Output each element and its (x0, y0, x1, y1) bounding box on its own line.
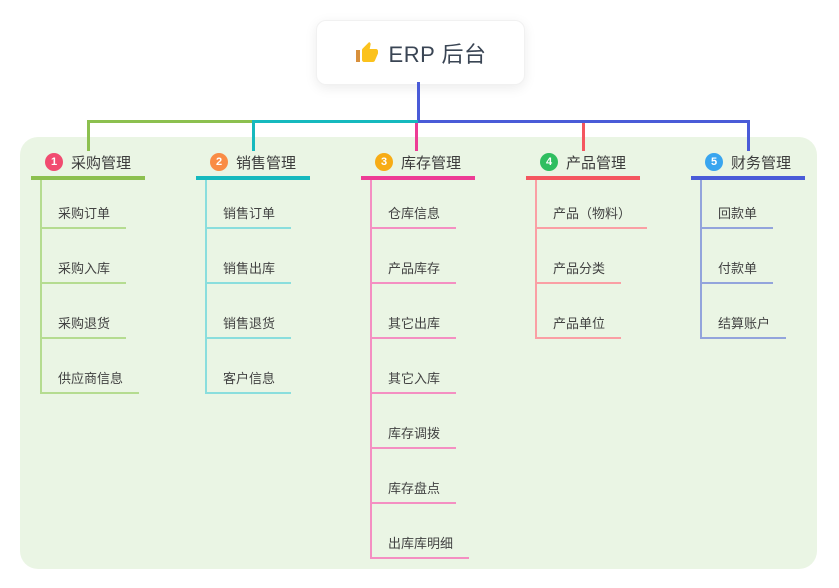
branch-index-badge: 5 (705, 153, 723, 171)
child-node[interactable]: 库存盘点 (370, 476, 457, 504)
child-node[interactable]: 客户信息 (205, 366, 292, 394)
root-connector-line (417, 82, 420, 123)
child-node[interactable]: 仓库信息 (370, 201, 457, 229)
branch-node-label: 产品管理 (566, 154, 627, 172)
child-node[interactable]: 产品分类 (535, 256, 622, 284)
branch-drop-line (415, 120, 418, 151)
child-node[interactable]: 其它出库 (370, 311, 457, 339)
branch-node[interactable]: 4 产品管理 (526, 148, 640, 180)
child-node[interactable]: 结算账户 (700, 311, 787, 339)
children-connector-line (40, 180, 42, 394)
children-connector-line (700, 180, 702, 339)
root-node-label: ERP 后台 (388, 41, 487, 67)
child-node[interactable]: 采购订单 (40, 201, 127, 229)
branch-node-label: 库存管理 (401, 154, 462, 172)
branch-index-badge: 4 (540, 153, 558, 171)
child-node[interactable]: 产品（物料） (535, 201, 648, 229)
child-node[interactable]: 供应商信息 (40, 366, 140, 394)
branch-drop-line (87, 120, 90, 151)
branch-node[interactable]: 5 财务管理 (691, 148, 805, 180)
child-node[interactable]: 采购退货 (40, 311, 127, 339)
branch-node-label: 采购管理 (71, 154, 132, 172)
children-connector-line (205, 180, 207, 394)
child-node[interactable]: 回款单 (700, 201, 774, 229)
branch-index-badge: 1 (45, 153, 63, 171)
branch-node[interactable]: 2 销售管理 (196, 148, 310, 180)
mindmap-panel (20, 137, 817, 569)
child-node[interactable]: 其它入库 (370, 366, 457, 394)
branch-drop-line (747, 120, 750, 151)
child-node[interactable]: 产品库存 (370, 256, 457, 284)
child-node[interactable]: 出库库明细 (370, 531, 470, 559)
root-node[interactable]: ERP 后台 (316, 20, 525, 85)
child-node[interactable]: 付款单 (700, 256, 774, 284)
branch-drop-line (252, 120, 255, 151)
branch-node-label: 销售管理 (236, 154, 297, 172)
child-node[interactable]: 采购入库 (40, 256, 127, 284)
branch-drop-line (582, 120, 585, 151)
branch-index-badge: 2 (210, 153, 228, 171)
trunk-horizontal-line (252, 120, 418, 123)
child-node[interactable]: 销售出库 (205, 256, 292, 284)
trunk-horizontal-line (418, 120, 750, 123)
child-node[interactable]: 库存调拨 (370, 421, 457, 449)
branch-node[interactable]: 1 采购管理 (31, 148, 145, 180)
child-node[interactable]: 产品单位 (535, 311, 622, 339)
trunk-horizontal-line (87, 120, 252, 123)
children-connector-line (535, 180, 537, 339)
children-connector-line (370, 180, 372, 559)
branch-node[interactable]: 3 库存管理 (361, 148, 475, 180)
branch-index-badge: 3 (375, 153, 393, 171)
child-node[interactable]: 销售订单 (205, 201, 292, 229)
branch-node-label: 财务管理 (731, 154, 792, 172)
child-node[interactable]: 销售退货 (205, 311, 292, 339)
thumbs-up-icon (355, 41, 379, 65)
